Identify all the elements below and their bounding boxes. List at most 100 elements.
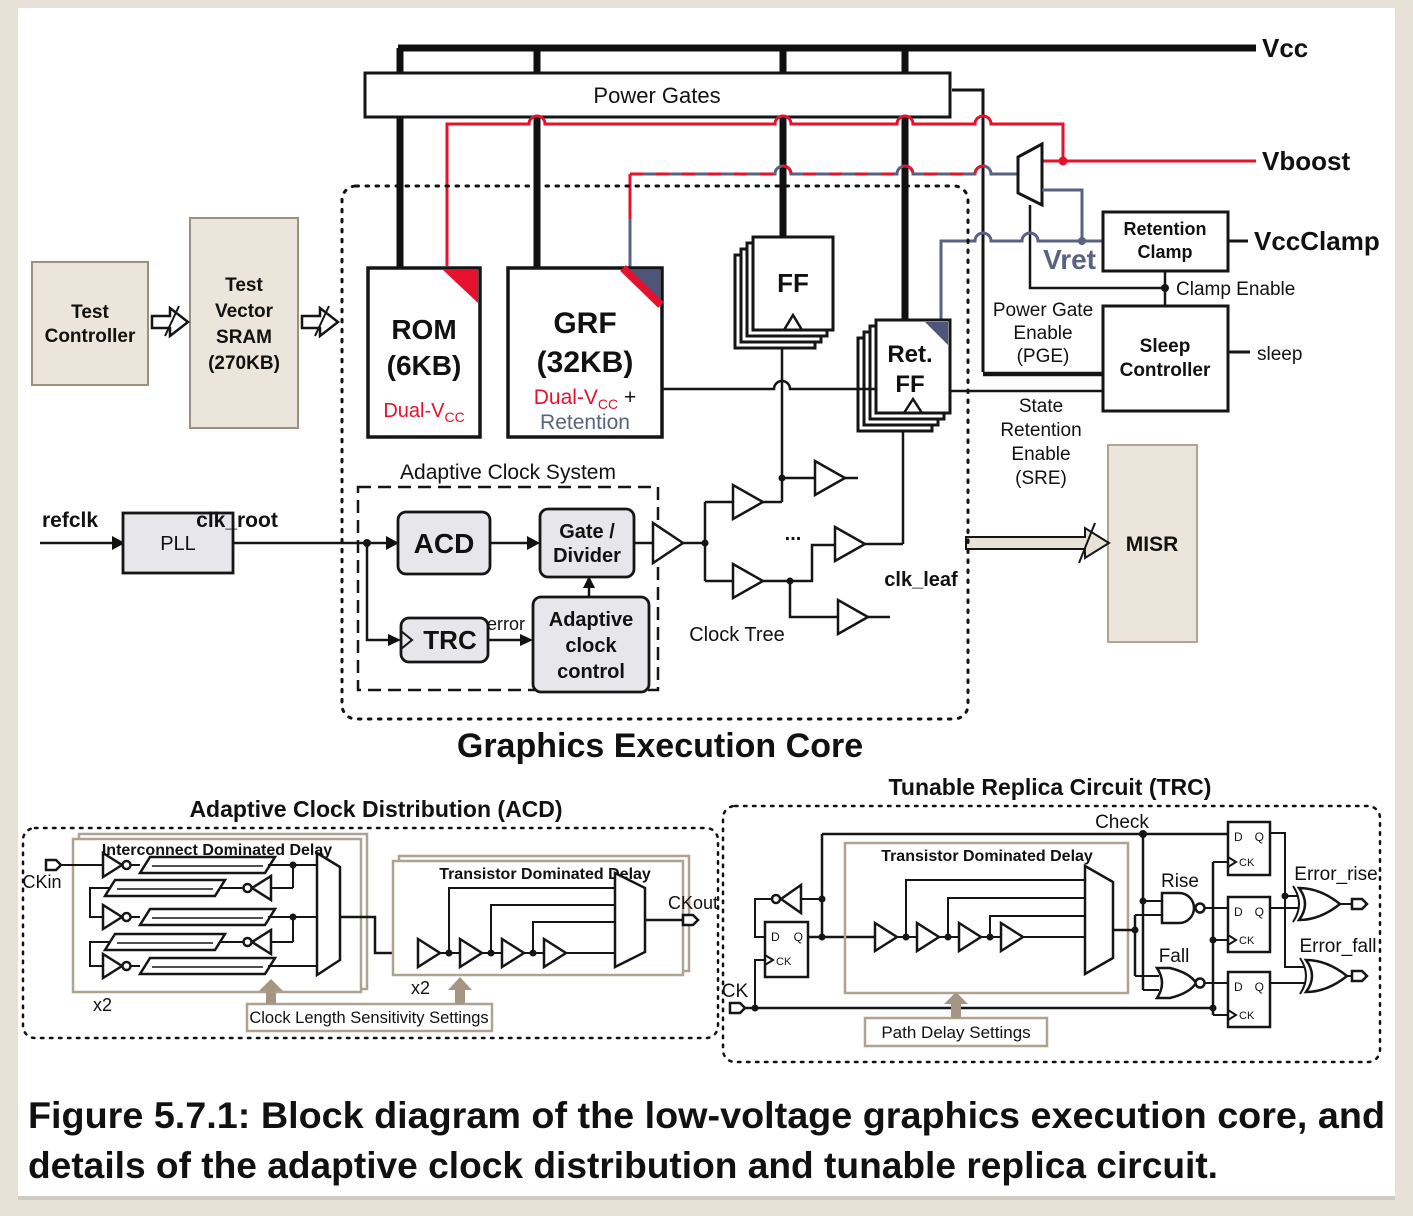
- test-controller-line1: Test: [71, 302, 109, 323]
- grf-retention-label: Retention: [540, 411, 630, 434]
- trc-tdd-box: [843, 841, 1130, 995]
- ff-ck-label: CK: [1239, 935, 1255, 947]
- xor-gate-icon: [1296, 886, 1343, 922]
- rom-dualvcc-label: Dual-VCC: [383, 400, 464, 425]
- pll-box: [121, 511, 235, 575]
- pll-label: PLL: [160, 533, 196, 555]
- inverter-bubble-icon: [770, 893, 782, 905]
- acd-tdd-chain: [416, 870, 647, 970]
- grf-dualvcc-label: Dual-VCC +: [534, 386, 637, 412]
- inverter-bubble-icon: [242, 936, 253, 948]
- ret-ff-line1: Ret.: [887, 341, 932, 368]
- clss-arrow-up-icon: [259, 979, 283, 1004]
- acd-panel-boundary: [21, 826, 720, 1040]
- grf-size: (32KB): [537, 346, 634, 379]
- rom-dualvcc-corner-icon: [443, 270, 478, 303]
- rom-cc-sub: CC: [444, 409, 464, 425]
- check-label: Check: [1095, 812, 1149, 833]
- ckin-pin-icon: [44, 858, 63, 872]
- error-rise-label: Error_rise: [1294, 864, 1377, 885]
- tvs-line2: Vector: [215, 301, 274, 322]
- error-label: error: [487, 614, 525, 634]
- inverter-bubble-icon: [121, 911, 132, 923]
- sre-line2: Retention: [1000, 420, 1081, 441]
- ff-q-label: Q: [1255, 830, 1264, 844]
- grf-cc-sub: CC: [598, 396, 618, 412]
- misr-box: [1107, 444, 1198, 643]
- refclk-input: [40, 536, 125, 550]
- idd-delay-rows: [89, 850, 317, 981]
- xor-back-arc-icon: [1299, 957, 1307, 995]
- clss-box: [245, 1002, 494, 1033]
- sre-line3: Enable: [1011, 444, 1070, 465]
- test-vector-sram-box: [189, 217, 299, 429]
- power-gates-right-elbow: [952, 88, 985, 372]
- ckout-label: CKout: [668, 893, 718, 913]
- rom-size: (6KB): [387, 350, 462, 381]
- error-fall-pin-icon: [1350, 969, 1369, 983]
- pds-arrow-up-icon: [944, 992, 968, 1018]
- inverter-icon: [101, 951, 125, 981]
- sleep-controller-line2: Controller: [1120, 360, 1211, 381]
- trc-tdd-mux-icon: [1083, 863, 1115, 977]
- grf-retention-corner-icon: [630, 270, 660, 299]
- retention-clamp-box: [1101, 210, 1230, 273]
- clock-tree-label: Clock Tree: [689, 624, 785, 646]
- clock-buffer-icon: [813, 458, 848, 498]
- refclk-label: refclk: [42, 509, 98, 532]
- ff-q-label: Q: [1255, 905, 1264, 919]
- error-rise-xor: [1270, 832, 1369, 968]
- caption-line1: Figure 5.7.1: Block diagram of the low-v…: [28, 1095, 1385, 1136]
- ff-d-label: D: [771, 930, 780, 944]
- trc-sample-ff-2: [1226, 895, 1272, 954]
- inverter-icon: [101, 850, 125, 880]
- acd-label: ACD: [414, 528, 475, 559]
- clk-leaf-label: clk_leaf: [884, 569, 958, 591]
- ff-label: FF: [777, 268, 809, 298]
- error-fall-label: Error_fall: [1299, 936, 1376, 957]
- trc-panel-boundary: [721, 804, 1382, 1064]
- buffer-icon: [416, 936, 443, 970]
- pds-label: Path Delay Settings: [881, 1023, 1030, 1042]
- sre-line1: State: [1019, 396, 1063, 417]
- ck-pin-icon: [728, 1001, 747, 1015]
- error-rise-pin-icon: [1350, 897, 1369, 911]
- pge-line3: (PGE): [1017, 346, 1070, 367]
- clock-buffer-icon: [651, 520, 686, 566]
- ff-q-label: Q: [1255, 980, 1264, 994]
- clk-root-label: clk_root: [196, 509, 278, 532]
- dual-supply-rail: [628, 164, 1018, 268]
- sleep-label: sleep: [1257, 344, 1302, 365]
- vret-label: Vret: [1043, 244, 1096, 275]
- test-controller-box: [31, 261, 149, 386]
- tvs-line4: (270KB): [208, 353, 280, 374]
- retention-clamp-line2: Clamp: [1137, 242, 1192, 262]
- trc-label: TRC: [423, 625, 477, 655]
- acd-box: [396, 510, 492, 576]
- clss-label: Clock Length Sensitivity Settings: [249, 1009, 488, 1027]
- test-bus-arrow-1: [150, 305, 191, 339]
- ck-rail: [745, 861, 1228, 1016]
- error-fall-xor: [1270, 957, 1369, 995]
- buffer-icon: [999, 920, 1026, 954]
- rise-label: Rise: [1161, 871, 1199, 892]
- inverter-icon: [101, 902, 125, 932]
- ff-d-label: D: [1234, 830, 1243, 844]
- acs-title: Adaptive Clock System: [400, 461, 616, 484]
- trc-tdd-chain: [873, 863, 1115, 977]
- power-gates-box: [363, 71, 952, 119]
- interconnect-bar-icon: [102, 878, 228, 898]
- clss-arrow-up-icon: [448, 977, 472, 1004]
- ckin-port: [44, 858, 103, 872]
- nor-bubble-icon: [1194, 977, 1206, 989]
- vboost-rail: [445, 114, 1256, 266]
- buffer-icon: [873, 920, 900, 954]
- ckin-label: CKin: [22, 872, 61, 892]
- adaptive-clock-control-box: [531, 595, 651, 694]
- ret-ff-line2: FF: [895, 371, 924, 398]
- test-controller-line2: Controller: [45, 326, 136, 347]
- trc-clock-pin-icon: [400, 630, 414, 650]
- clock-buffer-icon: [731, 561, 766, 601]
